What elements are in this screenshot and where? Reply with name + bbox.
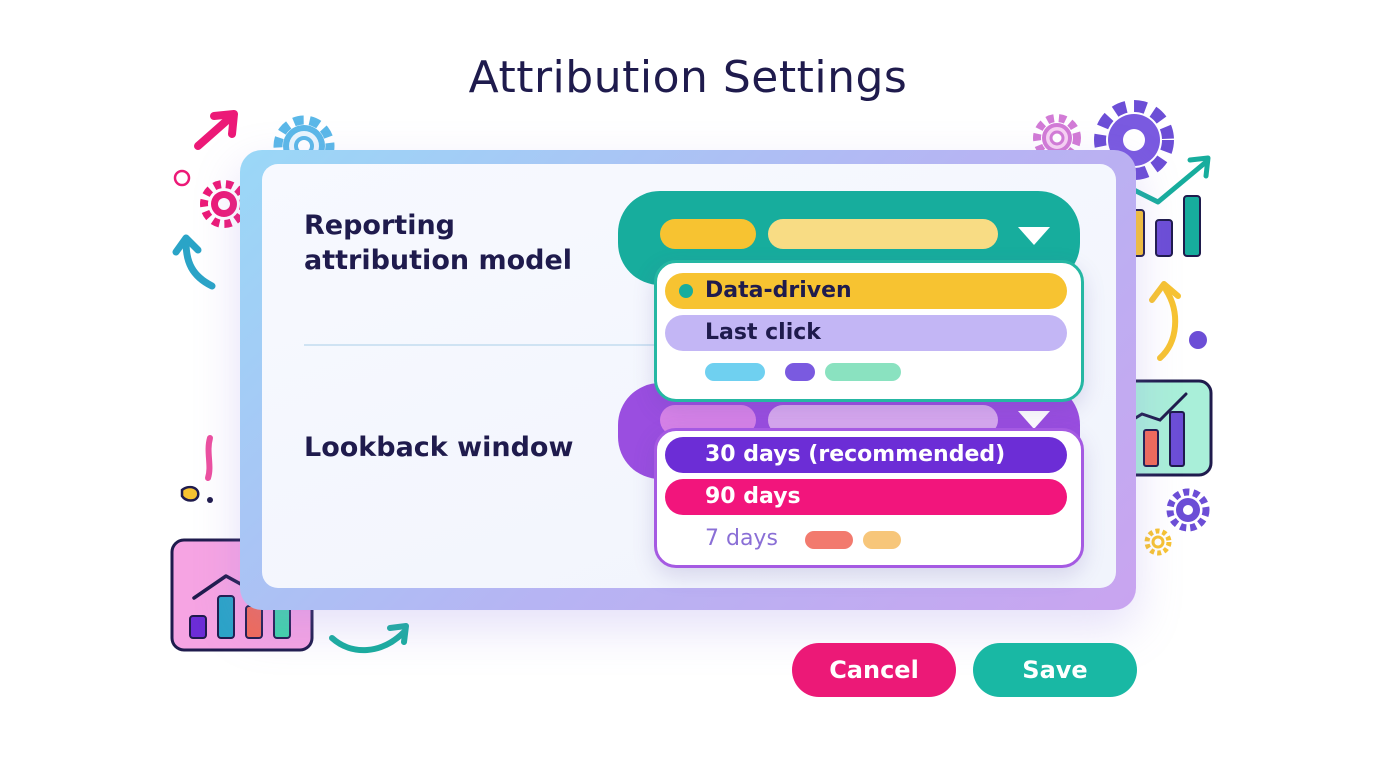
placeholder-pill bbox=[825, 363, 901, 381]
gear-icon bbox=[1144, 488, 1210, 556]
save-button[interactable]: Save bbox=[973, 643, 1137, 697]
option-label: Data-driven bbox=[705, 278, 852, 303]
placeholder-pill bbox=[805, 531, 853, 549]
option-label: 7 days bbox=[705, 526, 778, 551]
arrow-up-right-icon bbox=[194, 110, 238, 150]
lookback-window-label: Lookback window bbox=[304, 432, 574, 463]
dot-icon bbox=[173, 169, 191, 187]
arrow-curved-icon bbox=[172, 234, 216, 290]
option-data-driven[interactable]: Data-driven bbox=[665, 273, 1067, 309]
squiggle-icon bbox=[180, 435, 213, 503]
page-title: Attribution Settings bbox=[468, 52, 908, 103]
chevron-down-icon bbox=[1018, 227, 1050, 245]
cancel-button[interactable]: Cancel bbox=[792, 643, 956, 697]
arrow-curved-icon bbox=[1149, 281, 1207, 361]
placeholder-pill bbox=[785, 363, 815, 381]
option-label: 90 days bbox=[705, 484, 801, 509]
option-7-days[interactable]: 7 days bbox=[665, 521, 1067, 557]
selected-dot-icon bbox=[679, 284, 693, 298]
attribution-model-label: Reporting attribution model bbox=[304, 208, 572, 278]
option-90-days[interactable]: 90 days bbox=[665, 479, 1067, 515]
placeholder-pill bbox=[705, 363, 765, 381]
lookback-window-menu: 30 days (recommended) 90 days 7 days bbox=[654, 428, 1084, 568]
attribution-model-label-line1: Reporting bbox=[304, 210, 456, 241]
option-last-click[interactable]: Last click bbox=[665, 315, 1067, 351]
placeholder-pill bbox=[660, 219, 756, 249]
placeholder-pill bbox=[863, 531, 901, 549]
chevron-down-icon bbox=[1018, 411, 1050, 429]
option-30-days[interactable]: 30 days (recommended) bbox=[665, 437, 1067, 473]
row-divider bbox=[304, 344, 660, 346]
option-label: Last click bbox=[705, 320, 821, 345]
attribution-model-label-line2: attribution model bbox=[304, 245, 573, 276]
placeholder-pill bbox=[768, 219, 998, 249]
attribution-model-menu: Data-driven Last click bbox=[654, 260, 1084, 402]
option-label: 30 days (recommended) bbox=[705, 442, 1006, 467]
arrow-curved-icon bbox=[329, 623, 409, 653]
